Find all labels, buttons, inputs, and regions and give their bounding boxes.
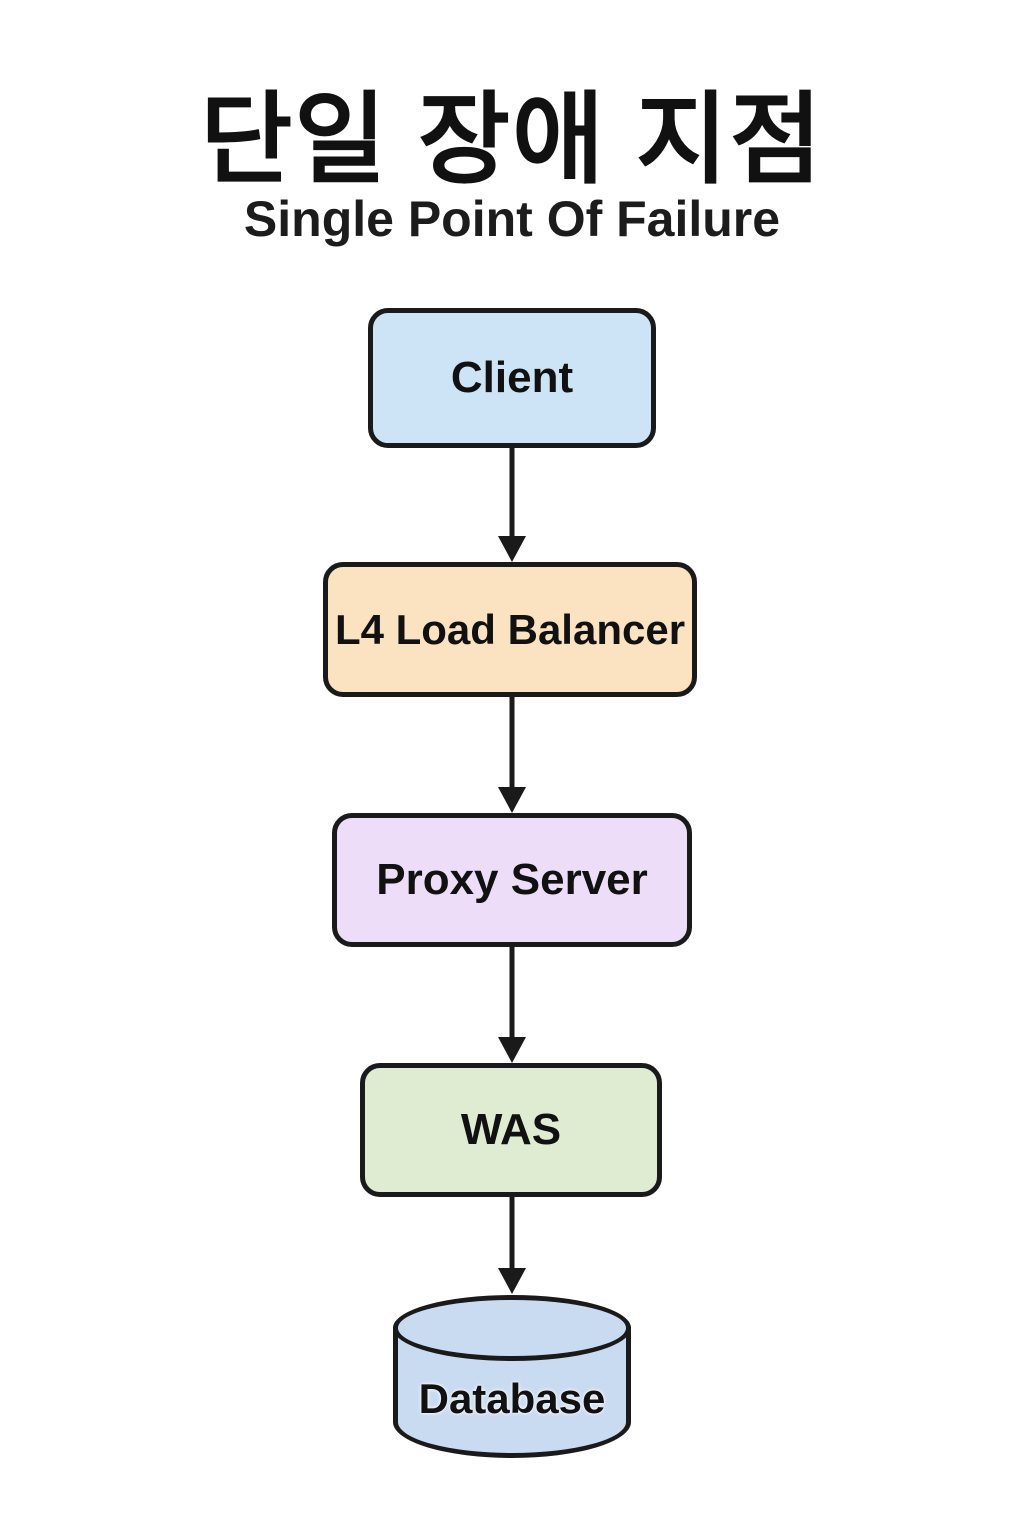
arrow-client-to-l4-load-balancer (497, 448, 527, 562)
arrow-line (509, 947, 515, 1045)
diagram-subtitle: Single Point Of Failure (243, 191, 781, 247)
arrow-was-to-database (497, 1197, 527, 1294)
arrow-head-down-icon (498, 1037, 526, 1063)
arrow-proxy-server-to-was (497, 947, 527, 1063)
arrow-line (509, 697, 515, 795)
arrow-head-down-icon (498, 1268, 526, 1294)
node-database: Database (393, 1295, 631, 1458)
node-was: WAS (360, 1063, 662, 1197)
arrow-head-down-icon (498, 787, 526, 813)
arrow-head-down-icon (498, 536, 526, 562)
node-l4-load-balancer: L4 Load Balancer (323, 562, 697, 697)
node-client-label: Client (450, 353, 574, 402)
database-cylinder-top (393, 1295, 631, 1361)
node-was-label: WAS (460, 1105, 562, 1154)
diagram-title: 단일 장애 지점 (200, 84, 824, 196)
node-database-label: Database (418, 1374, 606, 1422)
node-proxy-server-label: Proxy Server (376, 855, 648, 904)
node-l4-load-balancer-label: L4 Load Balancer (334, 605, 686, 653)
arrow-line (509, 1197, 515, 1276)
node-client: Client (368, 308, 656, 448)
node-proxy-server: Proxy Server (332, 813, 692, 947)
arrow-line (509, 448, 515, 544)
arrow-l4-load-balancer-to-proxy-server (497, 697, 527, 813)
